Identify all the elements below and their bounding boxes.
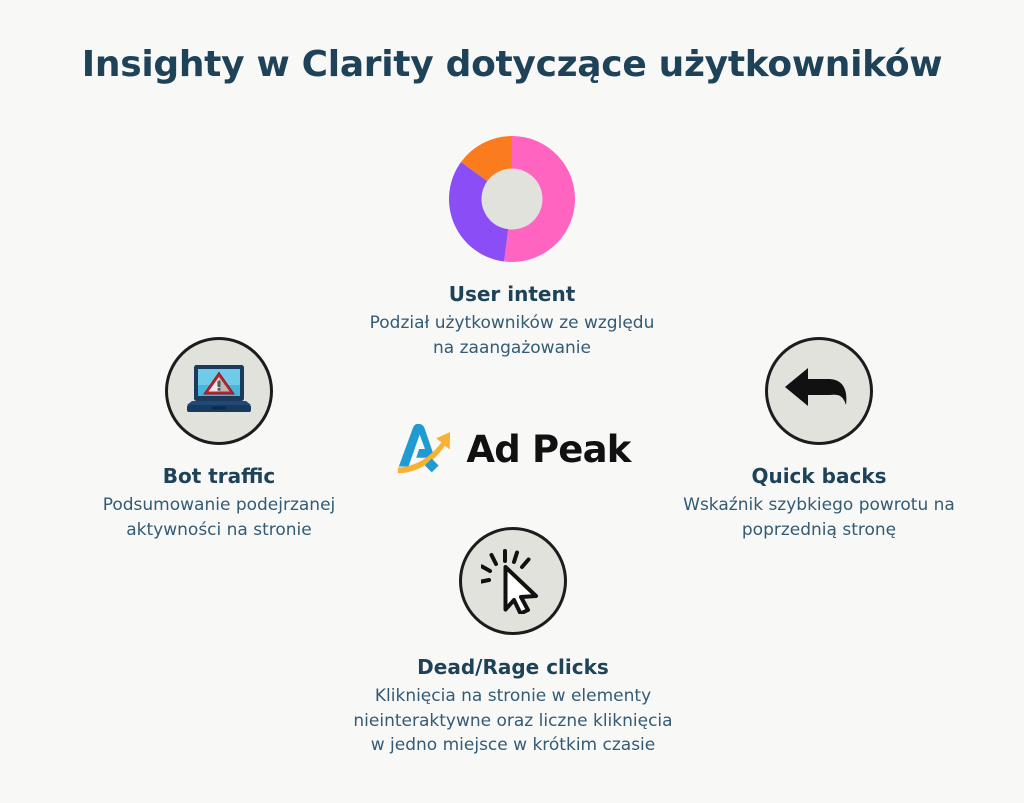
back-arrow-icon — [785, 368, 847, 406]
item-desc-line: w jedno miejsce w krótkim czasie — [370, 735, 656, 756]
icon-circle-bot-traffic — [165, 337, 273, 445]
item-bot-traffic: Bot traffic Podsumowanie podejrzanej akt… — [69, 337, 369, 542]
item-desc-bot-traffic: Podsumowanie podejrzanej aktywności na s… — [69, 493, 369, 542]
item-desc-line: Podział użytkowników ze względu — [369, 313, 655, 333]
item-desc-user-intent: Podział użytkowników ze względu na zaang… — [262, 311, 762, 360]
brand-logo: Ad Peak — [0, 418, 1024, 480]
donut-segment — [449, 161, 512, 262]
item-desc-line: Kliknięcia na stronie w elementy — [374, 686, 652, 706]
item-quick-backs: Quick backs Wskaźnik szybkiego powrotu n… — [643, 337, 995, 542]
donut-hole — [481, 168, 543, 230]
item-desc-line: poprzednią stronę — [741, 519, 897, 540]
item-title-user-intent: User intent — [448, 282, 576, 306]
item-desc-line: Podsumowanie podejrzanej — [102, 495, 336, 515]
item-user-intent: User intent Podział użytkowników ze wzgl… — [262, 134, 762, 360]
donut-chart-icon — [447, 134, 577, 264]
item-title-dead-rage-clicks: Dead/Rage clicks — [417, 655, 609, 679]
item-desc-line: Wskaźnik szybkiego powrotu na — [683, 495, 955, 515]
page-title: Insighty w Clarity dotyczące użytkownikó… — [81, 44, 943, 85]
item-desc-line: nieinteraktywne oraz liczne kliknięcia — [353, 710, 673, 731]
icon-circle-dead-rage-clicks — [459, 527, 567, 635]
item-desc-quick-backs: Wskaźnik szybkiego powrotu na poprzednią… — [643, 493, 995, 542]
laptop-warning-icon — [187, 365, 251, 412]
item-title-quick-backs: Quick backs — [751, 464, 887, 488]
item-title-bot-traffic: Bot traffic — [162, 464, 276, 488]
icon-circle-quick-backs — [765, 337, 873, 445]
item-desc-line: na zaangażowanie — [433, 337, 591, 358]
item-desc-line: aktywności na stronie — [126, 519, 312, 540]
item-dead-rage-clicks: Dead/Rage clicks Kliknięcia na stronie w… — [307, 527, 719, 758]
ad-peak-logo-icon — [398, 423, 451, 474]
brand-name: Ad Peak — [466, 427, 631, 471]
click-cursor-icon — [481, 549, 538, 614]
item-desc-dead-rage-clicks: Kliknięcia na stronie w elementy nieinte… — [307, 684, 719, 758]
